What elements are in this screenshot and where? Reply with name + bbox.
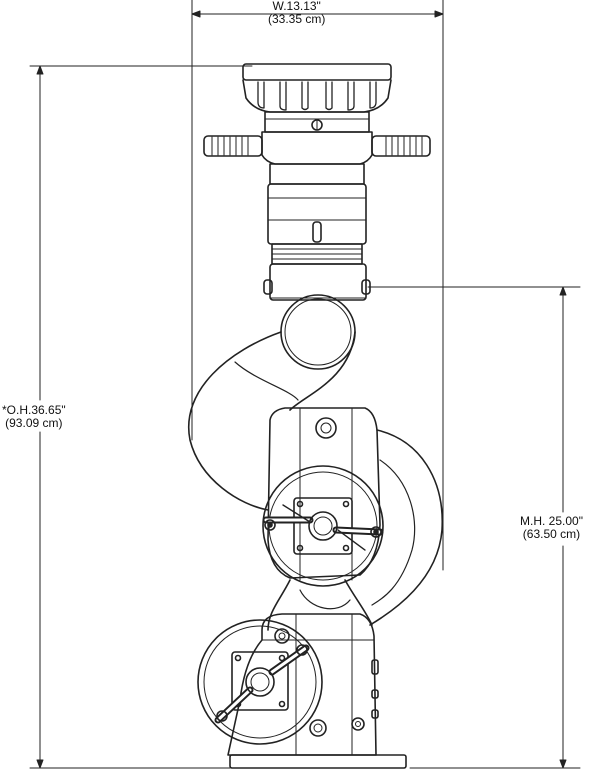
upper-gearbox-bolt (315, 417, 337, 439)
base-bolt (274, 628, 290, 644)
dimension-lines (29, 0, 581, 769)
base-handwheel-plate (231, 651, 289, 711)
upper-handwheel-plate (293, 497, 353, 555)
upper-handwheel-hub (308, 511, 338, 541)
mounting-height-imperial: M.H. 25.00" (520, 514, 583, 528)
width-dimension-label: W.13.13" (33.35 cm) (268, 0, 325, 26)
upper-gearbox (262, 407, 443, 626)
base-handwheel-hub (245, 667, 275, 697)
nozzle-handle-body (261, 131, 373, 165)
elbow-outer-curve (187, 331, 282, 511)
collar-screw (311, 119, 323, 131)
nozzle (203, 63, 431, 301)
overall-height-imperial: *O.H.36.65" (2, 403, 66, 417)
base-gearbox (197, 613, 407, 769)
left-pistol-handle (203, 135, 263, 157)
overall-height-metric: (93.09 cm) (5, 416, 63, 430)
lower-elbow (267, 579, 373, 631)
base-screw (351, 717, 365, 731)
swing-joint-outer (369, 429, 443, 626)
nozzle-tip-cap (242, 63, 392, 81)
elbow-inner-curve (289, 331, 356, 411)
nozzle-barrel-upper (269, 163, 365, 185)
right-pistol-handle (371, 135, 431, 157)
nozzle-tip-body (242, 79, 392, 113)
nozzle-grip-ribs (257, 81, 377, 111)
width-metric: (33.35 cm) (268, 12, 326, 26)
mounting-height-metric: (63.50 cm) (522, 527, 581, 541)
base-flange (229, 754, 407, 769)
upper-handwheel (262, 465, 384, 587)
width-imperial: W.13.13" (272, 0, 321, 13)
inlet-swivel (269, 263, 367, 301)
nozzle-barrel (267, 183, 367, 245)
base-handwheel (197, 619, 323, 745)
elbow-end-circle (280, 294, 356, 370)
upper-elbow (187, 294, 356, 511)
base-drain-plug (309, 719, 327, 737)
upper-gearbox-housing (267, 407, 381, 579)
base-housing (227, 613, 377, 756)
mounting-height-dimension-label: M.H. 25.00" (63.50 cm) (520, 515, 583, 541)
barrel-slot (312, 221, 322, 243)
overall-height-dimension-label: *O.H.36.65" (93.09 cm) (2, 404, 66, 430)
